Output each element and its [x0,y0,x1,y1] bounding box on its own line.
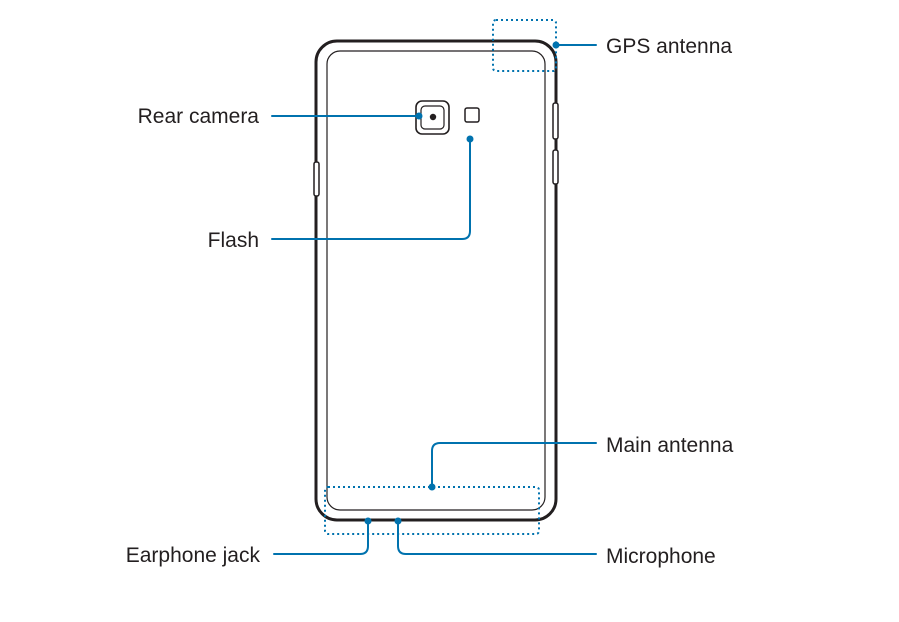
microphone-leader [397,521,597,555]
phone-inner-panel [326,50,546,511]
flash-leader [271,138,471,240]
main-antenna-label: Main antenna [606,434,734,457]
main-antenna-zone [324,486,540,535]
side-key-right-lower [552,149,559,185]
rear-camera-label: Rear camera [138,105,260,128]
side-key-right-upper [552,102,559,140]
microphone-label: Microphone [606,545,716,568]
main-antenna-dot [428,483,436,491]
flash-dot [466,135,474,143]
earphone-jack-dot [364,517,372,525]
flash-label: Flash [208,229,259,252]
flash-icon [464,107,480,123]
gps-antenna-dot [552,41,560,49]
main-antenna-leader [431,442,597,488]
earphone-jack-leader [273,521,369,555]
rear-camera-dot [415,112,423,120]
phone-outer-frame [314,39,558,522]
gps-antenna-zone [492,19,557,72]
side-key-left [313,161,320,197]
phone-back-outline [313,39,559,522]
microphone-dot [394,517,402,525]
earphone-jack-label: Earphone jack [126,544,261,567]
gps-antenna-label: GPS antenna [606,35,732,58]
